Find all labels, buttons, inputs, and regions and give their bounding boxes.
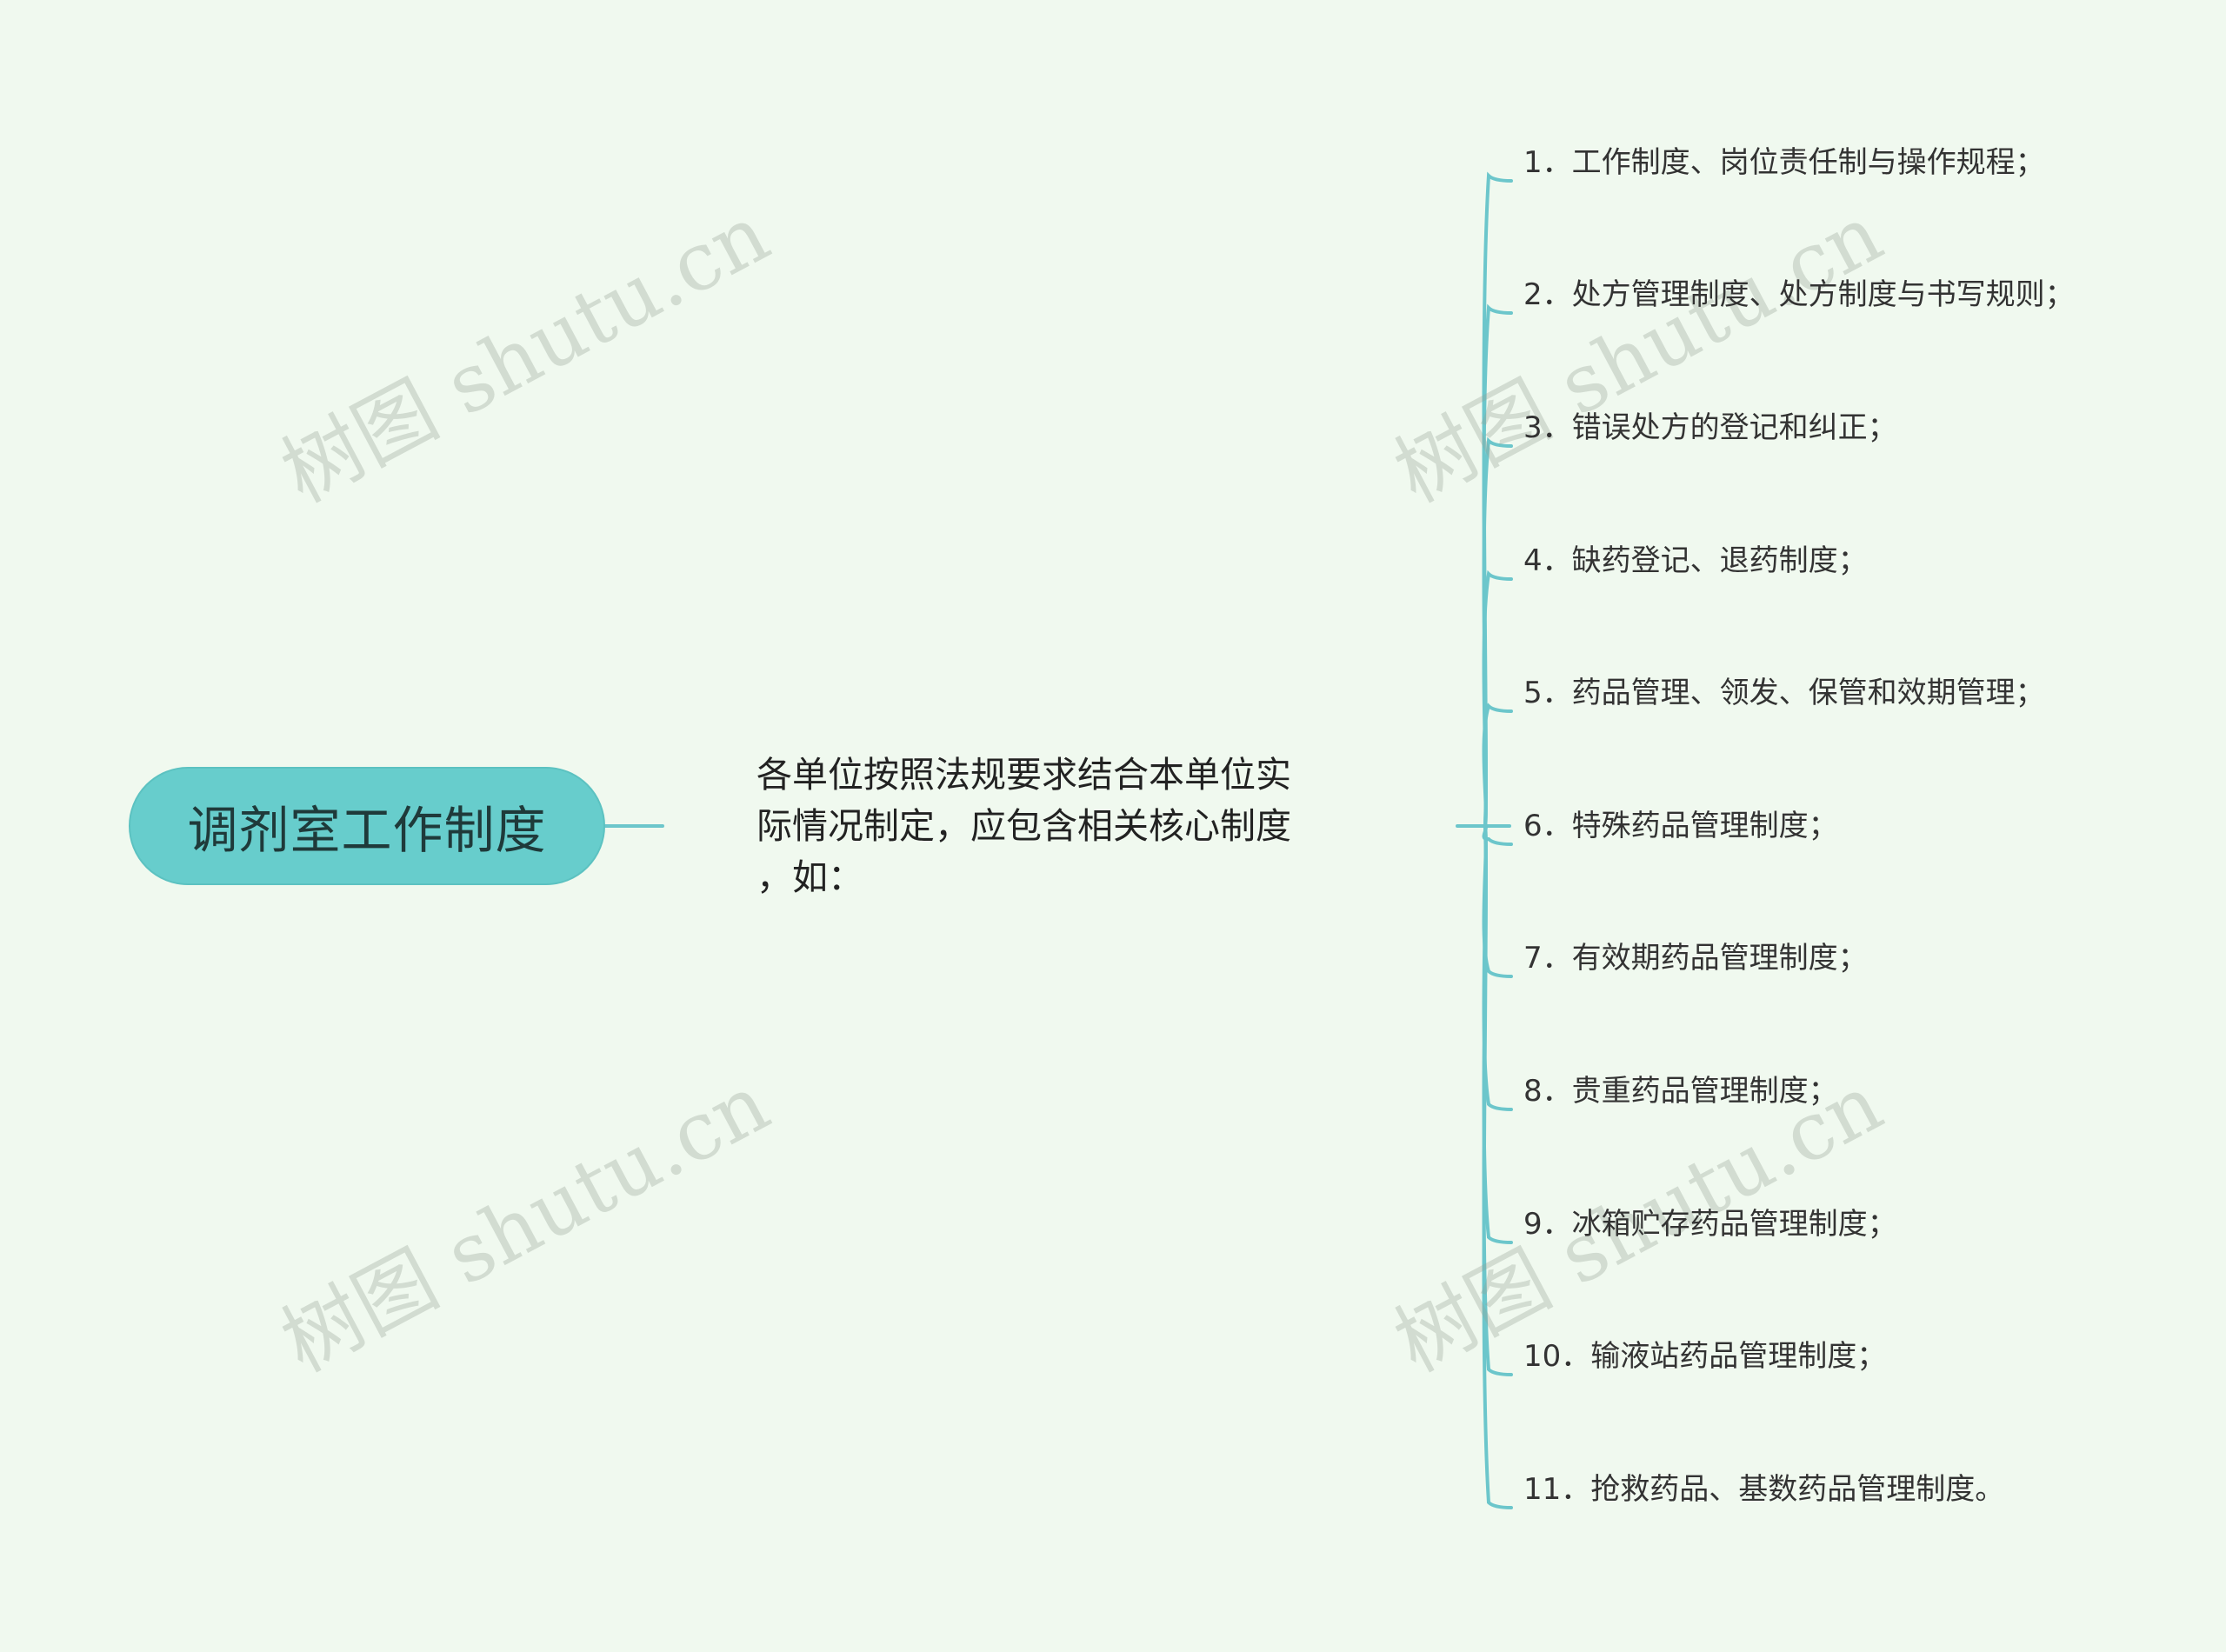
subtopic-line: 各单位按照法规要求结合本单位实 (756, 754, 1291, 796)
root-topic-node[interactable]: 调剂室工作制度 (129, 767, 605, 885)
subtopic-node[interactable]: 各单位按照法规要求结合本单位实 际情况制定，应包含相关核心制度 ，如： (756, 749, 1348, 903)
leaf-node-3[interactable]: 3．错误处方的登记和纠正； (1523, 410, 1897, 445)
branch-line-2 (1482, 303, 1513, 828)
branch-line-4 (1482, 570, 1513, 828)
leaf-node-6[interactable]: 6．特殊药品管理制度； (1523, 809, 1838, 843)
leaf-node-7[interactable]: 7．有效期药品管理制度； (1523, 941, 1868, 976)
leaf-node-2[interactable]: 2．处方管理制度、处方制度与书写规则； (1523, 277, 2075, 312)
branch-line-9 (1482, 824, 1513, 1244)
branch-line-3 (1482, 436, 1513, 828)
leaf-node-8[interactable]: 8．贵重药品管理制度； (1523, 1074, 1838, 1109)
subtopic-line: ，如： (756, 856, 863, 898)
leaf-node-5[interactable]: 5．药品管理、领发、保管和效期管理； (1523, 676, 2045, 710)
branch-line-11 (1482, 824, 1513, 1509)
leaf-node-10[interactable]: 10．输液站药品管理制度； (1523, 1339, 1887, 1374)
branch-line-1 (1482, 171, 1513, 828)
leaf-node-9[interactable]: 9．冰箱贮存药品管理制度； (1523, 1207, 1897, 1242)
branch-line-5 (1482, 703, 1513, 828)
leaf-node-1[interactable]: 1．工作制度、岗位责任制与操作规程； (1523, 145, 2045, 180)
root-topic-label: 调剂室工作制度 (187, 801, 547, 860)
branch-line-7 (1482, 824, 1513, 978)
branch-line-6 (1482, 824, 1513, 846)
leaf-node-11[interactable]: 11．抢救药品、基数药品管理制度。 (1523, 1472, 2005, 1507)
leaf-node-4[interactable]: 4．缺药登记、退药制度； (1523, 543, 1868, 578)
subtopic-line: 际情况制定，应包含相关核心制度 (756, 805, 1291, 847)
